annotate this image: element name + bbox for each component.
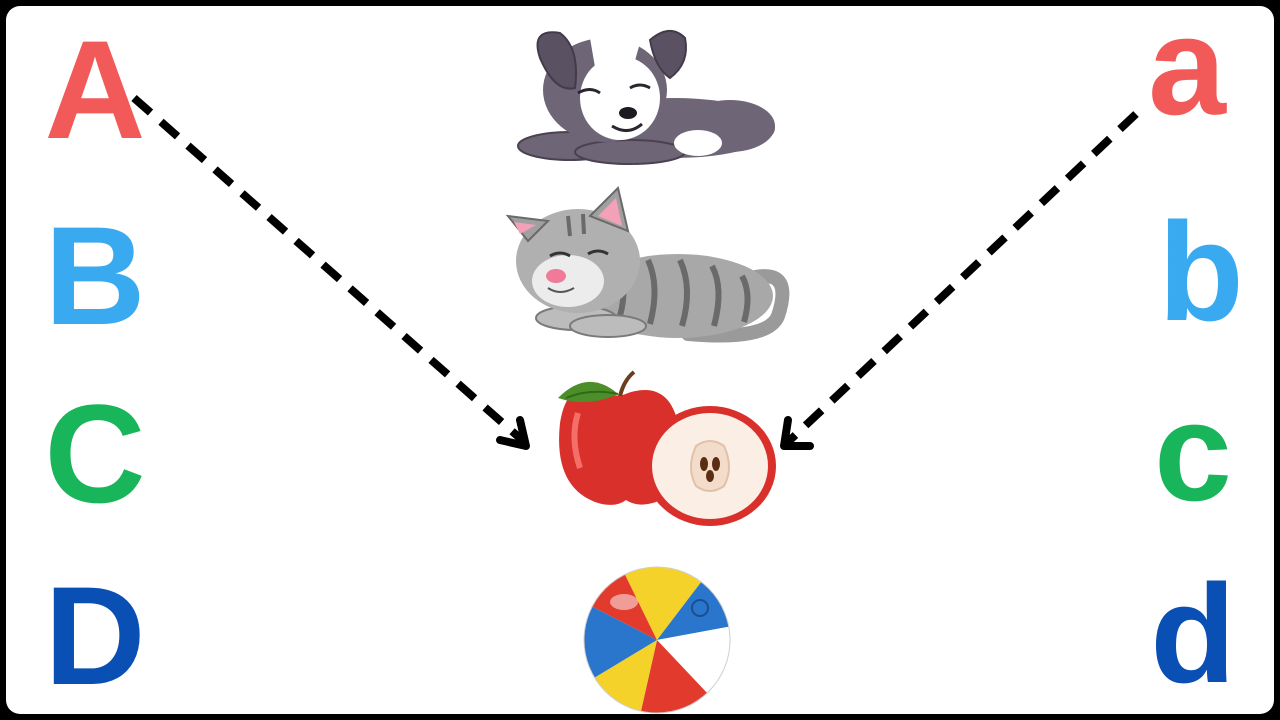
beach-ball-icon[interactable] <box>574 562 740 714</box>
letter-uppercase-b[interactable]: B <box>44 197 146 354</box>
letter-uppercase-a[interactable]: A <box>44 11 146 168</box>
letter-lowercase-b[interactable]: b <box>1158 193 1244 350</box>
apple-icon[interactable] <box>538 368 788 538</box>
letter-lowercase-d[interactable]: d <box>1150 555 1236 712</box>
dog-icon[interactable] <box>500 18 790 168</box>
matching-board: A B C D a b c d <box>6 6 1274 714</box>
letter-lowercase-a[interactable]: a <box>1148 6 1226 144</box>
letter-uppercase-c[interactable]: C <box>44 375 146 532</box>
cat-icon[interactable] <box>498 176 798 346</box>
arrow-from-lowercase-a <box>780 111 1139 450</box>
letter-lowercase-c[interactable]: c <box>1154 373 1232 530</box>
letter-uppercase-d[interactable]: D <box>44 557 146 714</box>
arrow-from-uppercase-a <box>131 94 530 450</box>
